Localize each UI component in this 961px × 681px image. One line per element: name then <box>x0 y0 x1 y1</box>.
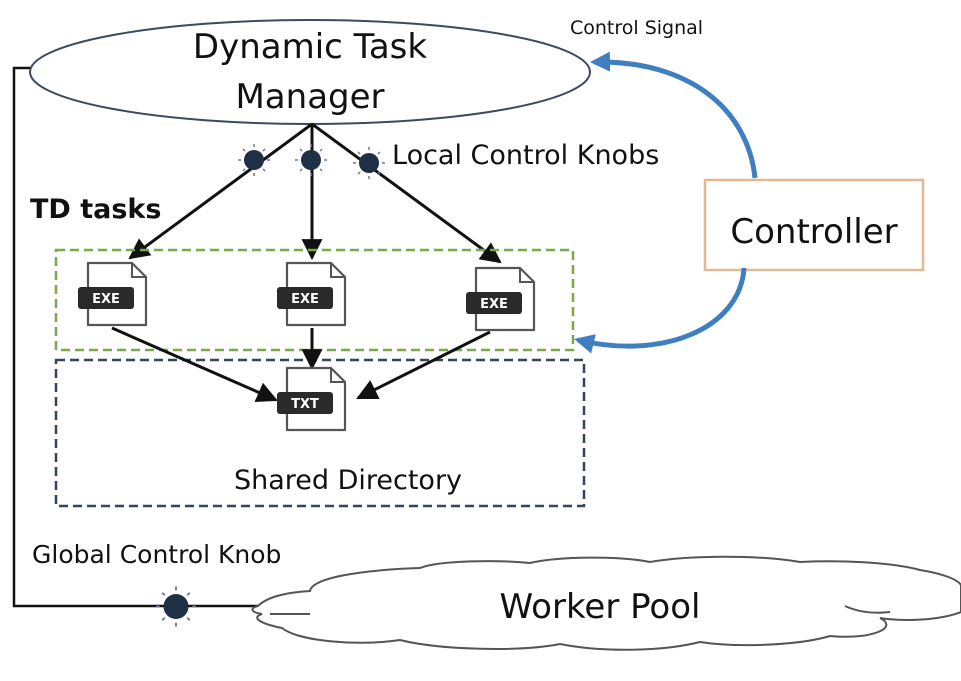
controller-to-tasks-arrow <box>574 267 747 354</box>
txt-badge: TXT <box>291 397 319 412</box>
worker-pool-cloud <box>251 555 961 651</box>
exe-badge-1: EXE <box>92 292 120 307</box>
controller-label: Controller <box>730 212 897 252</box>
exe-file-3[interactable]: EXE <box>466 266 536 332</box>
txt-file[interactable]: TXT <box>277 366 347 432</box>
shared-directory-node[interactable]: Shared Directory <box>54 358 586 508</box>
td-tasks-label: TD tasks <box>30 194 161 225</box>
controller-box <box>703 178 925 272</box>
exe-badge-3: EXE <box>480 297 508 312</box>
worker-pool-label: Worker Pool <box>500 587 701 627</box>
edge-exe-3-txt <box>356 330 491 400</box>
exe-file-1[interactable]: EXE <box>78 261 148 327</box>
shared-directory-label: Shared Directory <box>234 465 462 496</box>
task-manager-label-line2: Manager <box>235 77 384 117</box>
local-control-knobs-label: Local Control Knobs <box>392 140 659 171</box>
global-feedback-line <box>12 66 258 608</box>
edge-manager-exe-3 <box>311 122 502 264</box>
task-manager-node[interactable]: Dynamic Task Manager <box>29 19 591 125</box>
control-signal-arrow <box>590 51 758 179</box>
control-signal-label: Control Signal <box>570 17 703 39</box>
edge-manager-exe-1 <box>128 122 313 260</box>
global-control-knob-label: Global Control Knob <box>32 540 281 569</box>
exe-file-2[interactable]: EXE <box>277 261 347 327</box>
shared-directory-box <box>54 358 586 508</box>
edge-exe-1-txt <box>111 326 278 403</box>
exe-badge-2: EXE <box>291 292 319 307</box>
worker-pool-node[interactable]: Worker Pool <box>251 555 961 651</box>
controller-node[interactable]: Controller <box>703 178 925 272</box>
task-manager-label-line1: Dynamic Task <box>193 27 427 67</box>
